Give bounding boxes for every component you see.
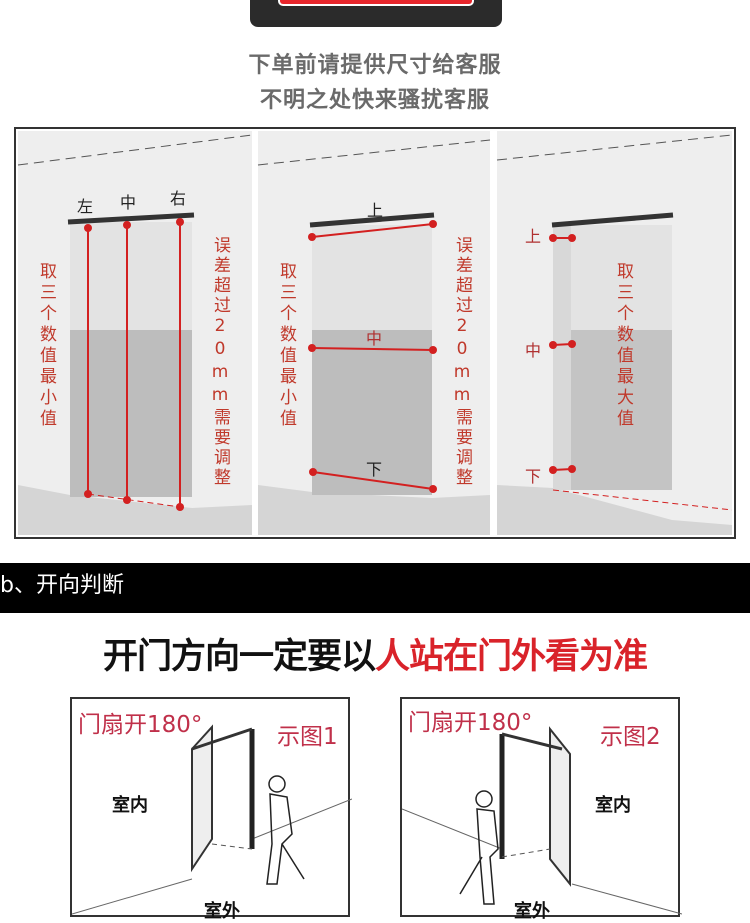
door-diagram-1: 门扇开180° 示图1 室内 室外 <box>70 697 352 922</box>
headline-black: 开门方向一定要以 <box>102 637 376 677</box>
label-middle: 中 <box>366 329 383 348</box>
headline-red: 人站在门外看为准 <box>375 637 648 677</box>
panel-height <box>257 131 491 535</box>
subtitle-line2: 不明之处快来骚扰客服 <box>259 88 490 113</box>
indoor-label: 室内 <box>595 795 631 816</box>
label-left: 左 <box>77 197 94 216</box>
person-icon <box>459 790 499 905</box>
label-middle: 中 <box>120 193 137 212</box>
outdoor-label: 室外 <box>204 901 240 922</box>
label-middle: 中 <box>525 341 542 360</box>
title-banner <box>250 0 502 27</box>
outdoor-label: 室外 <box>514 901 550 922</box>
panel-thickness <box>496 131 733 535</box>
headline: 开门方向一定要以人站在门外看为准 <box>0 628 750 679</box>
open-180-label: 门扇开180° <box>78 712 203 738</box>
open-180-label: 门扇开180° <box>408 710 533 736</box>
note-tolerance: 误差超过20mm需要调整 <box>210 236 230 488</box>
label-right: 右 <box>170 189 187 208</box>
section-b-title: b、开向判断 <box>0 573 124 598</box>
person-icon <box>266 775 305 885</box>
label-bottom: 下 <box>525 467 542 486</box>
label-top: 上 <box>525 227 542 246</box>
note-min-value: 取三个数值最小值 <box>276 262 296 430</box>
note-min-value: 取三个数值最小值 <box>36 262 56 430</box>
section-b-band: b、开向判断 <box>0 563 750 613</box>
subtitle-line1: 下单前请提供尺寸给客服 <box>248 53 502 78</box>
panel-width <box>17 131 253 535</box>
note-tolerance: 误差超过20mm需要调整 <box>452 236 472 488</box>
measure-diagrams <box>14 127 736 539</box>
label-top: 上 <box>367 201 384 220</box>
caption: 示图1 <box>277 724 338 750</box>
label-bottom: 下 <box>366 460 383 479</box>
note-max-value: 取三个数值最大值 <box>613 262 633 430</box>
title-text-cropped <box>280 0 472 4</box>
door-diagram-2: 门扇开180° 示图2 室内 室外 <box>400 697 682 922</box>
indoor-label: 室内 <box>112 795 148 816</box>
caption: 示图2 <box>600 724 661 750</box>
